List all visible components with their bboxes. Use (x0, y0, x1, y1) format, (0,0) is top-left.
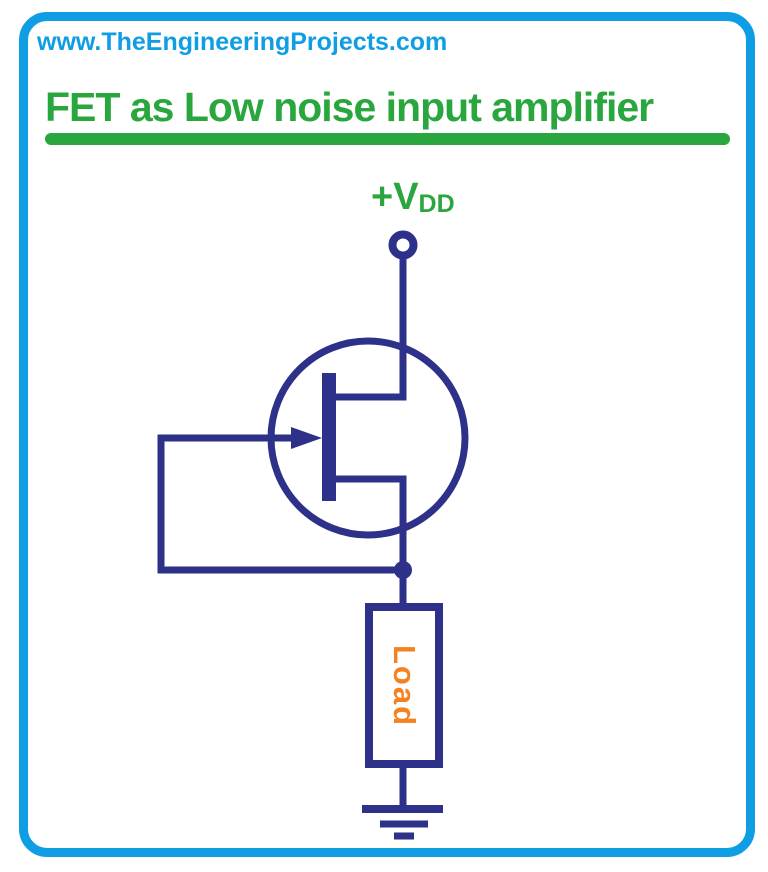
gate-feedback-wire (157, 434, 399, 574)
gate-arrowhead (291, 427, 322, 449)
supply-voltage-prefix: +V (371, 176, 419, 218)
jfet-channel-bar (322, 373, 336, 501)
junction-dot (394, 561, 412, 579)
supply-voltage-subscript: DD (418, 190, 455, 218)
load-label: Load (387, 644, 422, 728)
supply-terminal (388, 230, 418, 260)
drain-wire (336, 252, 407, 401)
source-wire (336, 475, 407, 566)
frame-border (19, 12, 755, 857)
website-url: www.TheEngineeringProjects.com (37, 28, 448, 56)
title-underline (45, 133, 730, 145)
page-title: FET as Low noise input amplifier (45, 84, 654, 130)
